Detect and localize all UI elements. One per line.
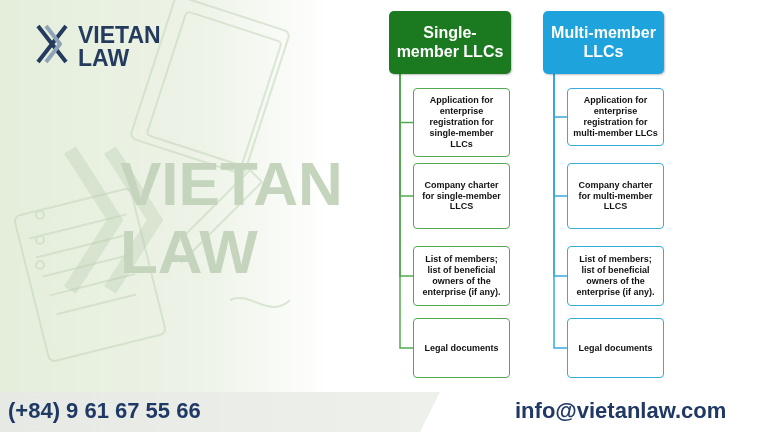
column-header: Single-member LLCs: [389, 11, 511, 74]
branch-connector: [554, 74, 567, 196]
phone-number: (+84) 9 61 67 55 66: [8, 398, 201, 423]
logo-text: LAW: [78, 45, 129, 71]
branch-connector: [400, 74, 413, 276]
email-address: info@vietanlaw.com: [515, 398, 726, 423]
watermark-text: VIETAN: [120, 149, 343, 218]
watermark-text: LAW: [120, 217, 258, 286]
box-text: Application for enterprise registration …: [573, 95, 658, 139]
document-box: Application for enterprise registration …: [567, 88, 664, 146]
box-text: Company charter for multi-member LLCS: [573, 180, 658, 213]
email-address: info@vietanlaw.com: [515, 398, 726, 423]
logo-text: VIETAN: [78, 22, 161, 48]
document-box: List of members; list of beneficial owne…: [413, 246, 510, 306]
header-text: Multi-member LLCs: [549, 24, 658, 61]
document-box: Application for enterprise registration …: [413, 88, 510, 157]
branch-connector: [554, 74, 567, 276]
box-text: Application for enterprise registration …: [419, 95, 504, 150]
header-text: Single-member LLCs: [395, 24, 505, 61]
box-text: Legal documents: [424, 343, 498, 354]
document-box: Company charter for single-member LLCS: [413, 163, 510, 229]
branch-connector: [400, 74, 413, 348]
box-text: List of members; list of beneficial owne…: [573, 254, 658, 298]
footer-band: [0, 392, 440, 432]
logo-mark: [38, 26, 66, 62]
document-box: Legal documents: [567, 318, 664, 378]
document-box: List of members; list of beneficial owne…: [567, 246, 664, 306]
box-text: Legal documents: [578, 343, 652, 354]
branch-connector: [554, 74, 567, 348]
box-text: List of members; list of beneficial owne…: [419, 254, 504, 298]
document-box: Legal documents: [413, 318, 510, 378]
watermark-text: VIETAN: [120, 148, 343, 219]
logo-text: LAW: [78, 45, 129, 71]
branch-connector: [400, 74, 413, 123]
phone-number: (+84) 9 61 67 55 66: [8, 398, 201, 423]
footer-bar: [0, 392, 768, 432]
logo-text: VIETAN: [78, 22, 161, 48]
watermark-text: LAW: [120, 216, 258, 287]
branch-connector: [400, 74, 413, 196]
document-box: Company charter for multi-member LLCS: [567, 163, 664, 229]
column-header: Multi-member LLCs: [543, 11, 664, 74]
box-text: Company charter for single-member LLCS: [419, 180, 504, 213]
branch-connector: [554, 74, 567, 117]
